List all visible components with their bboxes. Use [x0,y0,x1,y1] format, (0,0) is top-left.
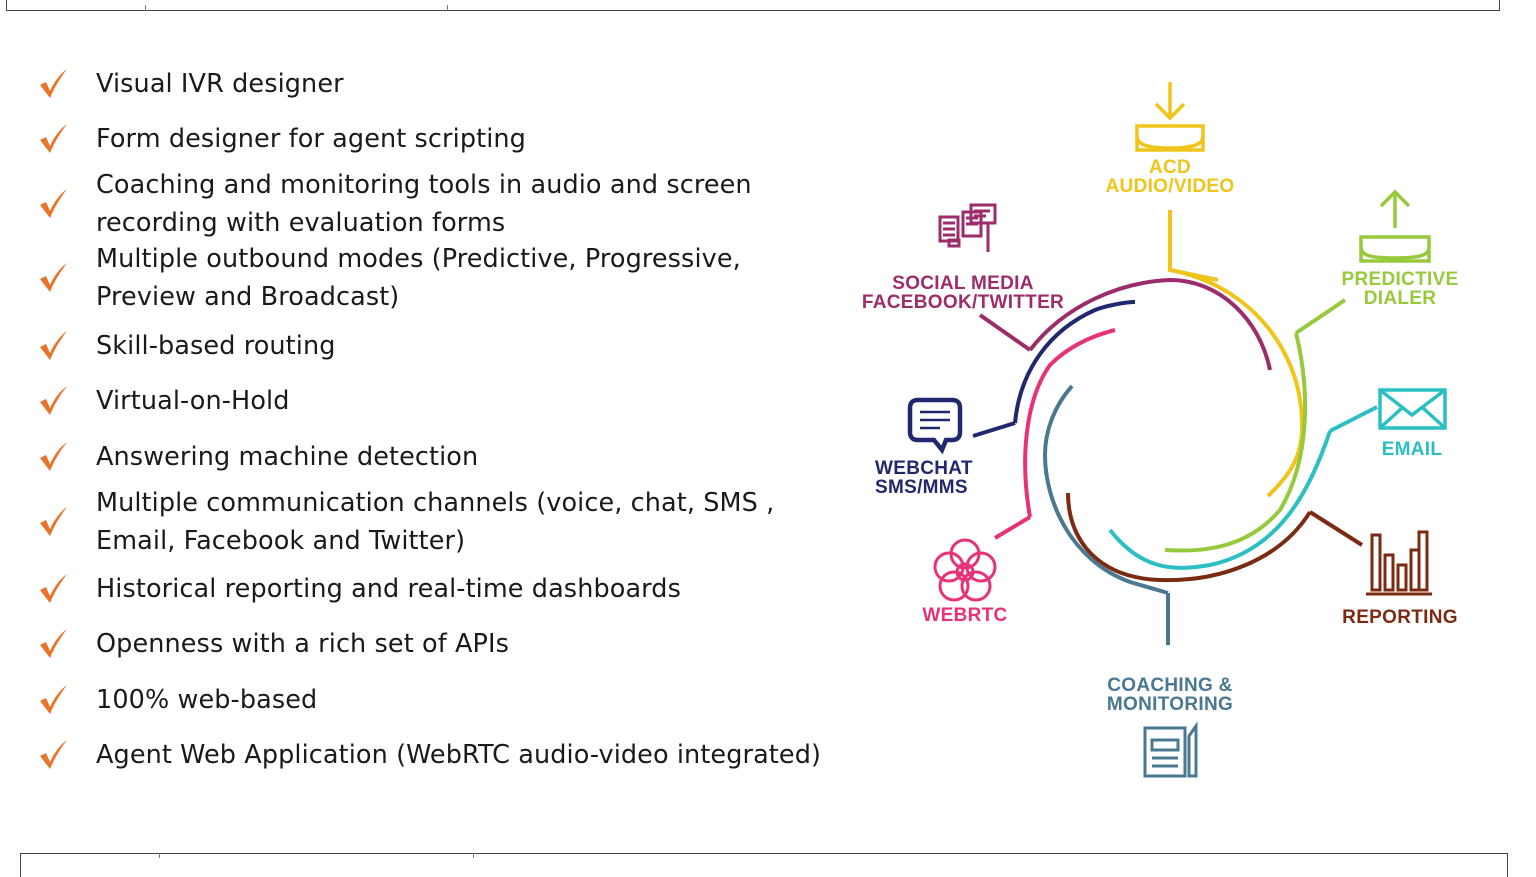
social-label: SOCIAL MEDIA FACEBOOK/TWITTER [861,273,1065,313]
reporting-label: REPORTING [1342,607,1458,628]
feature-text: Historical reporting and real-time dashb… [96,574,681,604]
feature-item: Coaching and monitoring tools in audio a… [36,166,752,242]
feature-text: Answering machine detection [96,442,479,472]
feature-text: Form designer for agent scripting [96,124,526,154]
checkmark-icon [40,263,67,292]
feature-text: Virtual-on-Hold [96,386,290,416]
feature-text: Multiple communication channels (voice, … [96,488,775,556]
predictive-phone-icon [1359,189,1431,263]
checkmark-icon [40,442,67,471]
checkmark-icon [40,124,67,153]
checkmark-icon [40,189,67,218]
social-media-icon [938,203,997,252]
feature-item: Visual IVR designer [36,64,344,104]
reporting-arc [1066,492,1312,583]
channel-diagram: ACD AUDIO/VIDEO PREDICTIVE DIALER EMAIL … [840,60,1520,800]
diagram-canvas [907,82,1447,778]
frame-tick [447,5,448,11]
frame-tick [145,5,146,11]
feature-item: Openness with a rich set of APIs [36,624,509,664]
top-frame [6,0,1500,11]
reporting-connector-line [1308,510,1364,547]
email-label: EMAIL [1381,439,1443,460]
acd-arc [1169,268,1305,498]
feature-text: 100% web-based [96,685,318,715]
feature-text: Skill-based routing [96,331,336,361]
coaching-label: COACHING & MONITORING [1106,675,1234,715]
frame-tick [473,853,474,858]
checkmark-icon [40,629,67,658]
webchat-connector-line [972,421,1016,438]
feature-text: Agent Web Application (WebRTC audio-vide… [96,740,822,770]
webchat-label: WEBCHAT SMS/MMS [875,458,973,498]
checkmark-icon [40,685,67,714]
frame-tick [159,853,160,858]
webrtc-arc [1023,328,1116,518]
bottom-frame [20,853,1508,877]
predictive-label: PREDICTIVE DIALER [1341,269,1459,309]
feature-item: Form designer for agent scripting [36,119,526,159]
feature-item: Answering machine detection [36,437,478,477]
feature-text: Multiple outbound modes (Predictive, Pro… [96,244,741,312]
coaching-arc [1042,384,1169,595]
social-arc [1028,277,1272,371]
bar-chart-icon [1366,530,1432,596]
checkmark-icon [40,386,67,415]
feature-text: Coaching and monitoring tools in audio a… [96,170,752,238]
feature-item: 100% web-based [36,680,317,720]
email-connector-line [1329,405,1378,433]
email-arc [1108,430,1332,570]
checkmark-icon [40,69,67,98]
predictive-connector-line [1294,298,1347,335]
feature-item: Multiple communication channels (voice, … [36,484,774,560]
webrtc-label: WEBRTC [922,605,1008,626]
acd-label: ACD AUDIO/VIDEO [1105,157,1235,197]
feature-item: Agent Web Application (WebRTC audio-vide… [36,735,821,775]
feature-text: Openness with a rich set of APIs [96,629,510,659]
notebook-icon [1143,721,1198,778]
feature-item: Virtual-on-Hold [36,381,290,421]
webrtc-connector-line [993,515,1032,540]
checkmark-icon [40,574,67,603]
feature-item: Skill-based routing [36,326,336,366]
feature-text: Visual IVR designer [96,69,344,99]
webchat-arc [1013,300,1136,424]
envelope-icon [1378,388,1447,430]
checkmark-icon [40,740,67,769]
webrtc-icon [933,538,997,602]
acd-phone-icon [1135,82,1205,152]
checkmark-icon [40,507,67,536]
predictive-arc [1164,332,1308,553]
feature-item: Multiple outbound modes (Predictive, Pro… [36,240,741,316]
chat-bubble-icon [907,397,963,455]
feature-item: Historical reporting and real-time dashb… [36,569,681,609]
social-connector-line [978,313,1032,352]
checkmark-icon [40,331,67,360]
